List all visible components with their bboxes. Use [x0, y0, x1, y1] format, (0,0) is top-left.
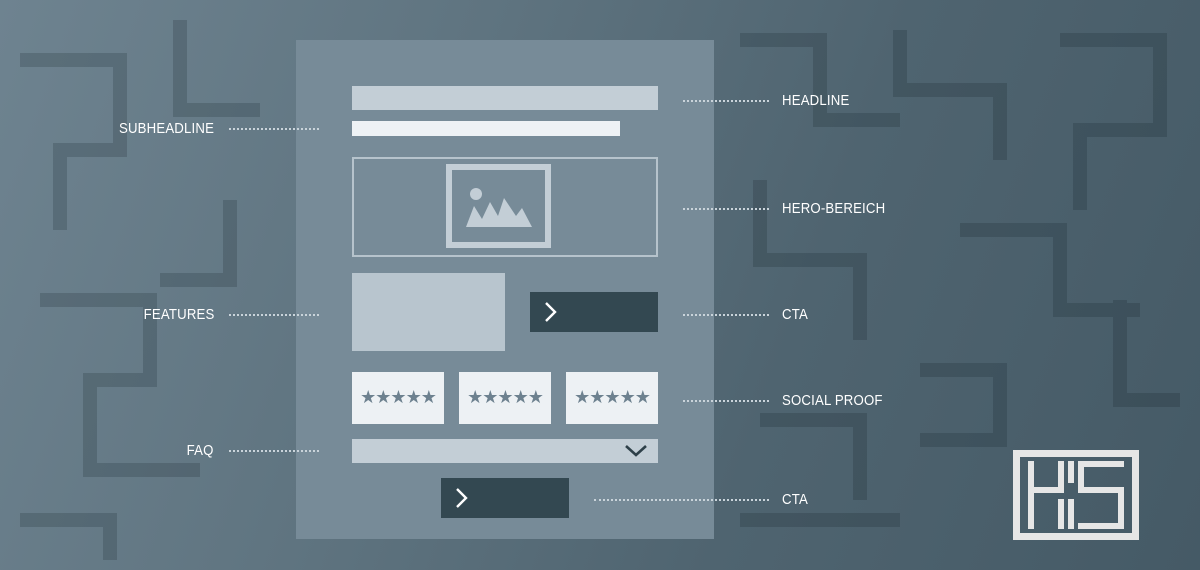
faq-label: FAQ — [187, 442, 214, 459]
chevron-right-icon — [545, 302, 557, 322]
rating-stars: ★★★★★ — [574, 387, 651, 408]
features-leader-line — [229, 314, 319, 316]
rating-stars: ★★★★★ — [467, 387, 544, 408]
cta-bottom-label: CTA — [782, 491, 808, 508]
features-box — [352, 273, 505, 351]
headline-label: HEADLINE — [782, 92, 850, 109]
review-card: ★★★★★ — [566, 372, 658, 424]
hs-logo — [1013, 450, 1139, 540]
headline-bar — [352, 86, 658, 110]
hero-area — [352, 157, 658, 257]
subheadline-label: SUBHEADLINE — [118, 120, 214, 137]
review-card: ★★★★★ — [352, 372, 444, 424]
faq-leader-line — [229, 450, 319, 452]
hero-leader-line — [683, 208, 769, 210]
image-placeholder-icon — [446, 164, 551, 248]
headline-leader-line — [683, 100, 769, 102]
cta-button-bottom[interactable] — [441, 478, 569, 518]
chevron-down-icon — [625, 445, 647, 457]
faq-accordion[interactable] — [352, 439, 658, 463]
hero-label: HERO-BEREICH — [782, 200, 886, 217]
subheadline-leader-line — [229, 128, 319, 130]
review-card: ★★★★★ — [459, 372, 551, 424]
social-proof-label: SOCIAL PROOF — [782, 392, 883, 409]
cta-top-leader-line — [683, 314, 769, 316]
chevron-right-icon — [456, 488, 468, 508]
subheadline-bar — [352, 121, 620, 136]
features-label: FEATURES — [143, 306, 214, 323]
social-proof-leader-line — [683, 400, 769, 402]
cta-button-top[interactable] — [530, 292, 658, 332]
cta-top-label: CTA — [782, 306, 808, 323]
rating-stars: ★★★★★ — [360, 387, 437, 408]
cta-bottom-leader-line — [594, 499, 769, 501]
